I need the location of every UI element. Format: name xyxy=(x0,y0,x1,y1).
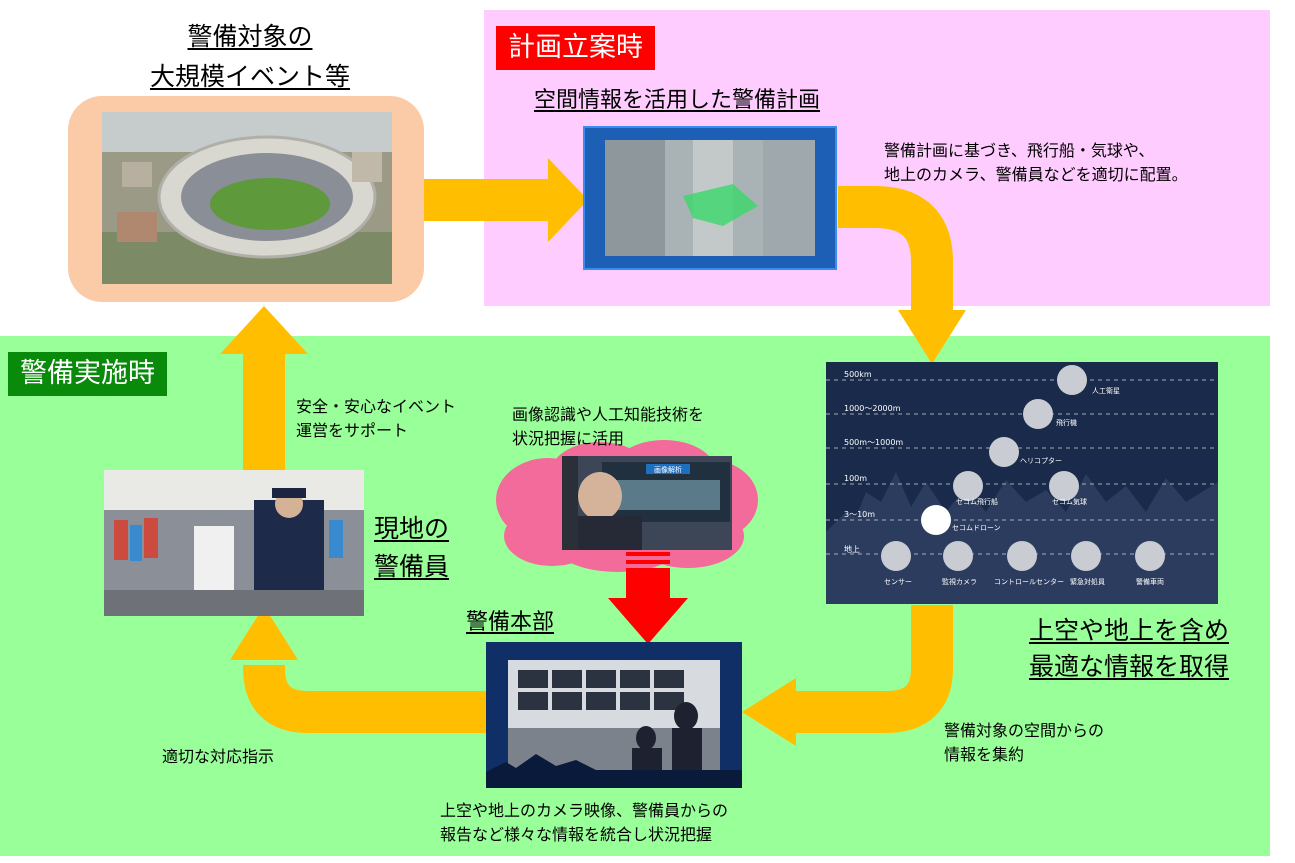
camera-icon xyxy=(943,541,973,571)
craft-label-0: 人工衛星 xyxy=(1092,386,1120,395)
responder-icon xyxy=(1071,541,1101,571)
level-label-5: 地上 xyxy=(844,544,860,554)
red-down-arrow xyxy=(608,552,688,644)
vehicle-icon xyxy=(1135,541,1165,571)
arrow-guard-to-venue xyxy=(243,352,285,470)
arrow-guard-to-venue-head xyxy=(220,306,308,354)
ground-label-4: 警備車両 xyxy=(1136,577,1164,586)
guard-photo xyxy=(104,470,364,616)
info-caption-line2: 最適な情報を取得 xyxy=(1028,652,1229,681)
sensor-icon xyxy=(881,541,911,571)
balloon-icon xyxy=(1049,471,1079,501)
ground-label-3: 緊急対処員 xyxy=(1070,577,1105,586)
ground-label-1: 監視カメラ xyxy=(942,577,977,586)
level-label-3: 100m xyxy=(844,474,867,483)
ground-label-0: センサー xyxy=(884,578,912,586)
info-caption-line1: 上空や地上を含め xyxy=(1028,616,1229,645)
support-note-line2: 運営をサポート xyxy=(296,421,409,440)
airplane-icon xyxy=(1023,399,1053,429)
altitude-info-panel: 500km 1000～2000m 500m～1000m 100m 3～10m 地… xyxy=(826,362,1218,604)
arrow-info-to-hq xyxy=(792,605,953,733)
event-title-line1: 警備対象の xyxy=(187,22,313,51)
planning-note-line1: 警備計画に基づき、飛行船・気球や、 xyxy=(884,141,1155,160)
hq-title: 警備本部 xyxy=(466,610,555,635)
craft-label-2: ヘリコプター xyxy=(1020,456,1062,465)
craft-label-4: セコム気球 xyxy=(1052,497,1087,506)
satellite-icon xyxy=(1057,365,1087,395)
level-label-1: 1000～2000m xyxy=(844,404,901,413)
aggregate-note-line2: 情報を集約 xyxy=(944,745,1025,764)
arrow-hq-to-guard xyxy=(243,665,486,733)
ai-note-line1: 画像認識や人工知能技術を xyxy=(512,405,705,424)
guard-caption-line1: 現地の xyxy=(374,514,450,543)
support-note-line1: 安全・安心なイベント xyxy=(296,397,457,416)
level-label-4: 3～10m xyxy=(844,510,875,519)
instruction-note: 適切な対応指示 xyxy=(162,747,275,766)
arrow-plan-to-info-head xyxy=(898,310,966,364)
planning-phase-badge: 計画立案時 xyxy=(496,26,655,70)
craft-label-3: セコム飛行船 xyxy=(956,497,998,506)
execution-phase-badge: 警備実施時 xyxy=(8,352,167,396)
level-label-2: 500m～1000m xyxy=(844,438,903,447)
ai-note-line2: 状況把握に活用 xyxy=(512,429,625,448)
hq-control-room-photo xyxy=(486,642,742,788)
event-title-line2: 大規模イベント等 xyxy=(149,62,350,91)
craft-label-5: セコムドローン xyxy=(952,524,1001,532)
arrow-venue-to-plan xyxy=(422,158,588,242)
hq-note-line2: 報告など様々な情報を統合し状況把握 xyxy=(440,825,713,844)
guard-caption-line2: 警備員 xyxy=(374,552,450,581)
control-center-icon xyxy=(1007,541,1037,571)
airship-icon xyxy=(953,471,983,501)
ai-screen-label: 画像解析 xyxy=(654,465,682,474)
arrow-info-to-hq-head xyxy=(742,678,796,746)
ground-label-2: コントロールセンター xyxy=(994,577,1064,586)
arrow-hq-to-guard-head xyxy=(230,606,298,660)
hq-note-line1: 上空や地上のカメラ映像、警備員からの xyxy=(440,801,729,820)
planning-note-line2: 地上のカメラ、警備員などを適切に配置。 xyxy=(884,165,1188,184)
craft-label-1: 飛行機 xyxy=(1056,418,1077,427)
planning-3d-map-image xyxy=(583,126,837,270)
stadium-photo xyxy=(102,112,392,284)
helicopter-icon xyxy=(989,437,1019,467)
level-label-0: 500km xyxy=(844,370,872,379)
arrow-plan-to-info xyxy=(838,186,953,312)
drone-icon xyxy=(921,505,951,535)
planning-subtitle: 空間情報を活用した警備計画 xyxy=(534,88,821,113)
aggregate-note-line1: 警備対象の空間からの xyxy=(944,721,1105,740)
ai-analysis-photo: 画像解析 xyxy=(562,456,732,550)
